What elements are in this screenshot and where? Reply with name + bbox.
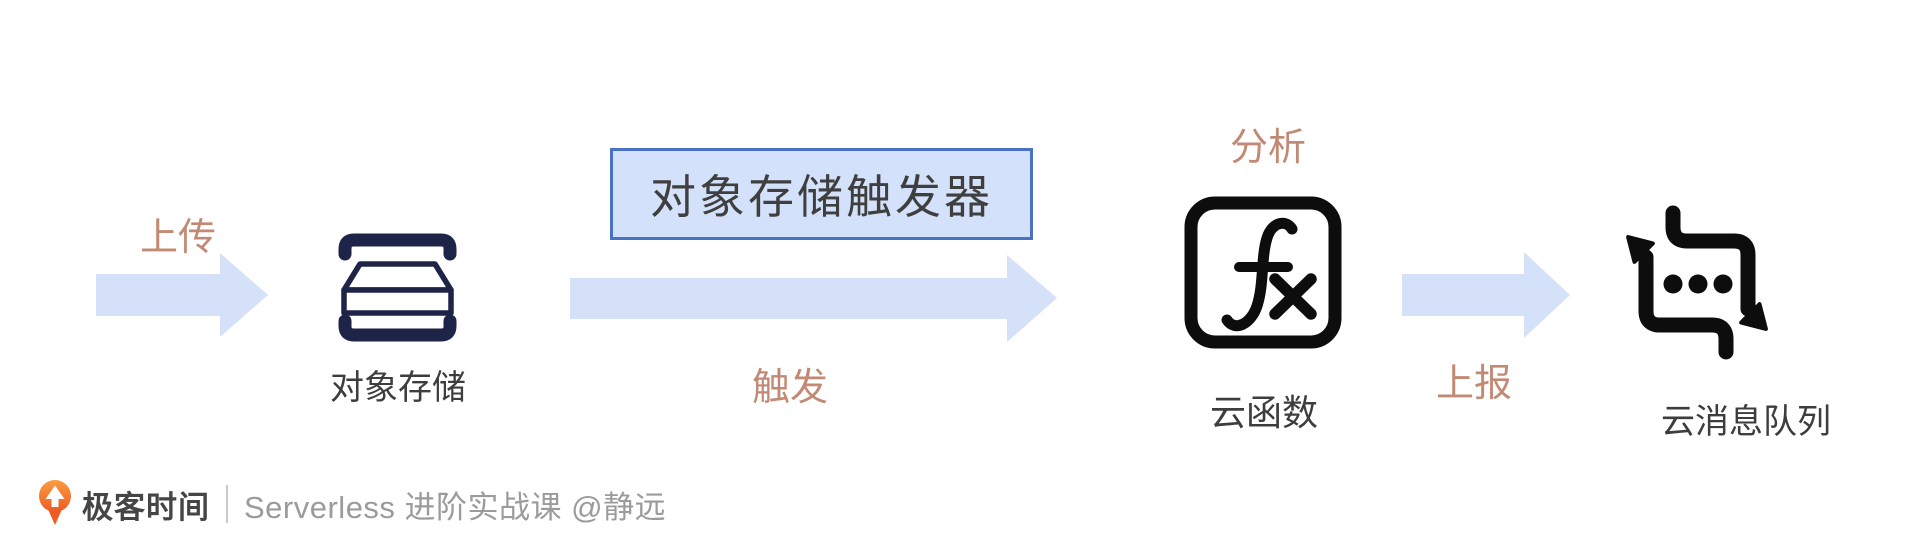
edge-label-report: 上报 <box>1435 363 1512 405</box>
message-queue-icon <box>1626 205 1768 360</box>
node-label-message-queue: 云消息队列 <box>1661 403 1831 441</box>
geektime-logo-icon <box>39 480 71 525</box>
object-storage-icon <box>338 233 457 342</box>
edge-label-upload: 上传 <box>139 217 216 259</box>
footer: 极客时间 Serverless 进阶实战课 @静远 <box>38 476 666 532</box>
node-label-object-storage: 对象存储 <box>330 369 466 407</box>
footer-divider <box>226 485 228 523</box>
course-name: Serverless 进阶实战课 @静远 <box>244 489 667 525</box>
upload-arrow-icon <box>96 253 268 337</box>
trigger-box-label: 对象存储触发器 <box>650 171 993 223</box>
brand-name: 极客时间 <box>82 489 210 525</box>
node-label-cloud-function: 云函数 <box>1209 392 1318 433</box>
report-arrow-icon <box>1402 252 1570 338</box>
trigger-box: 对象存储触发器 <box>610 148 1033 240</box>
function-fx-icon <box>1184 196 1342 349</box>
annotation-analysis: 分析 <box>1229 127 1306 169</box>
edge-label-trigger: 触发 <box>751 367 828 409</box>
trigger-arrow-icon <box>570 255 1057 342</box>
